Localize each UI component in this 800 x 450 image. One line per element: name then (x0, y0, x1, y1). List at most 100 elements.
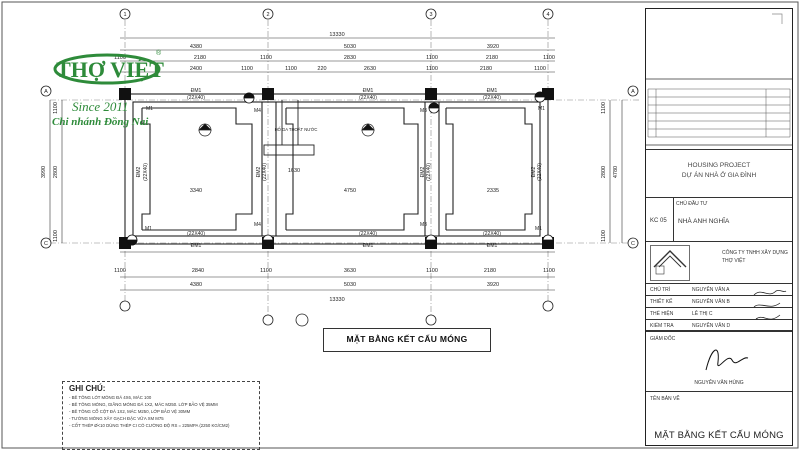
svg-text:1100: 1100 (260, 268, 272, 274)
svg-text:4380: 4380 (190, 282, 202, 288)
foundation-beams (124, 93, 549, 245)
svg-text:3920: 3920 (487, 44, 499, 50)
dimension-text: 13330 4380 5030 3920 1100 2180 1100 2830… (41, 32, 619, 303)
svg-text:2180: 2180 (194, 55, 206, 61)
svg-text:M3: M3 (420, 222, 427, 228)
svg-text:4380: 4380 (190, 44, 202, 50)
svg-text:2830: 2830 (344, 55, 356, 61)
svg-text:M4: M4 (254, 222, 261, 228)
director-signature (705, 349, 749, 371)
signatures (753, 290, 787, 320)
sign-row: CHỦ TRÌ NGUYỄN VĂN A (646, 283, 792, 295)
company-line2: THỢ VIỆT (722, 258, 746, 264)
svg-text:M4: M4 (254, 108, 261, 114)
svg-text:220: 220 (317, 66, 326, 72)
svg-text:2180: 2180 (486, 55, 498, 61)
section-markers (198, 123, 375, 137)
svg-text:A: A (44, 89, 48, 95)
svg-text:1100: 1100 (53, 230, 59, 242)
svg-text:2180: 2180 (480, 66, 492, 72)
svg-text:ĐM1: ĐM1 (487, 88, 498, 94)
axis-bubbles (40, 8, 639, 327)
sheet-code: KC 05 (650, 218, 667, 224)
svg-text:ĐM1: ĐM1 (363, 243, 374, 249)
svg-text:ĐM1: ĐM1 (191, 243, 202, 249)
columns (119, 88, 554, 249)
svg-text:5030: 5030 (344, 282, 356, 288)
svg-text:1100: 1100 (543, 55, 555, 61)
svg-text:ĐM1: ĐM1 (191, 88, 202, 94)
notes-line: - CỐT THÉP Ø<10 DÙNG THÉP CI CÓ CƯỜNG ĐỘ… (69, 423, 230, 428)
overall-dim-top: 13330 (329, 32, 344, 38)
svg-text:1100: 1100 (260, 55, 272, 61)
svg-text:C: C (631, 241, 635, 247)
svg-text:2335: 2335 (487, 188, 499, 194)
notes-box: GHI CHÚ: - BÊ TÔNG LÓT MÓNG ĐÁ 4X6, MÁC … (62, 381, 260, 450)
svg-text:1100: 1100 (285, 66, 297, 72)
svg-text:HỐ GA THOÁT NƯỚC: HỐ GA THOÁT NƯỚC (275, 127, 318, 132)
svg-text:1100: 1100 (53, 102, 59, 114)
svg-text:1100: 1100 (426, 55, 438, 61)
owner-name: NHÀ ANH NGHĨA (678, 218, 730, 225)
svg-text:2840: 2840 (192, 268, 204, 274)
title-block: HOUSING PROJECT DỰ ÁN NHÀ Ở GIA ĐÌNH CHỦ… (645, 8, 793, 446)
svg-text:(22X40): (22X40) (537, 163, 543, 181)
svg-text:M1: M1 (145, 226, 152, 232)
svg-text:1100: 1100 (426, 66, 438, 72)
svg-text:2180: 2180 (484, 268, 496, 274)
svg-text:ĐM2: ĐM2 (420, 167, 426, 178)
svg-text:(22X40): (22X40) (187, 231, 205, 237)
axis-labels: 1 2 3 4 A A C C (44, 12, 635, 247)
svg-text:ĐM2: ĐM2 (136, 167, 142, 178)
svg-text:2: 2 (266, 12, 269, 18)
project-cell: HOUSING PROJECT DỰ ÁN NHÀ Ở GIA ĐÌNH (646, 149, 792, 197)
sign-row: THỂ HIỆN LÊ THỊ C (646, 307, 792, 319)
svg-text:C: C (44, 241, 48, 247)
svg-text:1100: 1100 (241, 66, 253, 72)
notes-line: - BÊ TÔNG MÓNG, GIẰNG MÓNG ĐÁ 1X2, MÁC M… (69, 402, 218, 407)
svg-text:4750: 4750 (344, 188, 356, 194)
beam-labels: ĐM1 (22X40) ĐM1 (22X40) ĐM1 (22X40) (22X… (136, 88, 545, 249)
sign-row: THIẾT KẾ NGUYỄN VĂN B (646, 295, 792, 307)
svg-text:(22X40): (22X40) (359, 231, 377, 237)
svg-text:3: 3 (429, 12, 432, 18)
company-cell: CÔNG TY TNHH XÂY DỰNG THỢ VIỆT (646, 241, 792, 283)
svg-text:M1: M1 (538, 106, 545, 112)
svg-text:ĐM2: ĐM2 (256, 167, 262, 178)
logo-branch: Chi nhánh Đồng Nai (52, 116, 149, 128)
svg-text:®: ® (156, 49, 162, 57)
svg-text:2400: 2400 (190, 66, 202, 72)
owner-label: CHỦ ĐẦU TƯ (676, 201, 708, 207)
svg-text:3990: 3990 (41, 166, 47, 178)
svg-text:3630: 3630 (344, 268, 356, 274)
svg-text:1100: 1100 (114, 55, 126, 61)
svg-text:(22X40): (22X40) (483, 231, 501, 237)
revision-table (646, 13, 792, 146)
svg-text:3920: 3920 (487, 282, 499, 288)
overall-dim-bottom: 13330 (329, 297, 344, 303)
approval-cell: GIÁM ĐỐC NGUYỄN VĂN HÙNG (646, 331, 792, 391)
svg-text:(22X40): (22X40) (483, 95, 501, 101)
company-line1: CÔNG TY TNHH XÂY DỰNG (722, 250, 788, 256)
svg-text:1100: 1100 (543, 268, 555, 274)
drawing-title-box: MẶT BẰNG KẾT CẤU MÓNG (323, 328, 491, 352)
svg-text:M3: M3 (420, 108, 427, 114)
svg-text:1: 1 (123, 12, 126, 18)
svg-text:4: 4 (546, 12, 549, 18)
svg-text:1100: 1100 (601, 230, 607, 242)
sign-row: KIỂM TRA NGUYỄN VĂN D (646, 319, 792, 331)
notes-line: - TƯỜNG MÓNG XÂY GẠCH ĐẶC VỮA XM M75 (69, 416, 164, 421)
drainage-pit (263, 100, 315, 156)
project-en: HOUSING PROJECT (687, 162, 751, 169)
logo-brand: THỢ VIỆT (56, 57, 164, 82)
svg-text:M1: M1 (146, 106, 153, 112)
project-vi: DỰ ÁN NHÀ Ở GIA ĐÌNH (681, 172, 757, 179)
svg-text:(22X40): (22X40) (359, 95, 377, 101)
svg-text:(22X40): (22X40) (426, 163, 432, 181)
drawing-label: TÊN BẢN VẼ (650, 396, 680, 402)
svg-text:2630: 2630 (364, 66, 376, 72)
svg-text:(22X40): (22X40) (143, 163, 149, 181)
approve-label: GIÁM ĐỐC (650, 336, 676, 342)
